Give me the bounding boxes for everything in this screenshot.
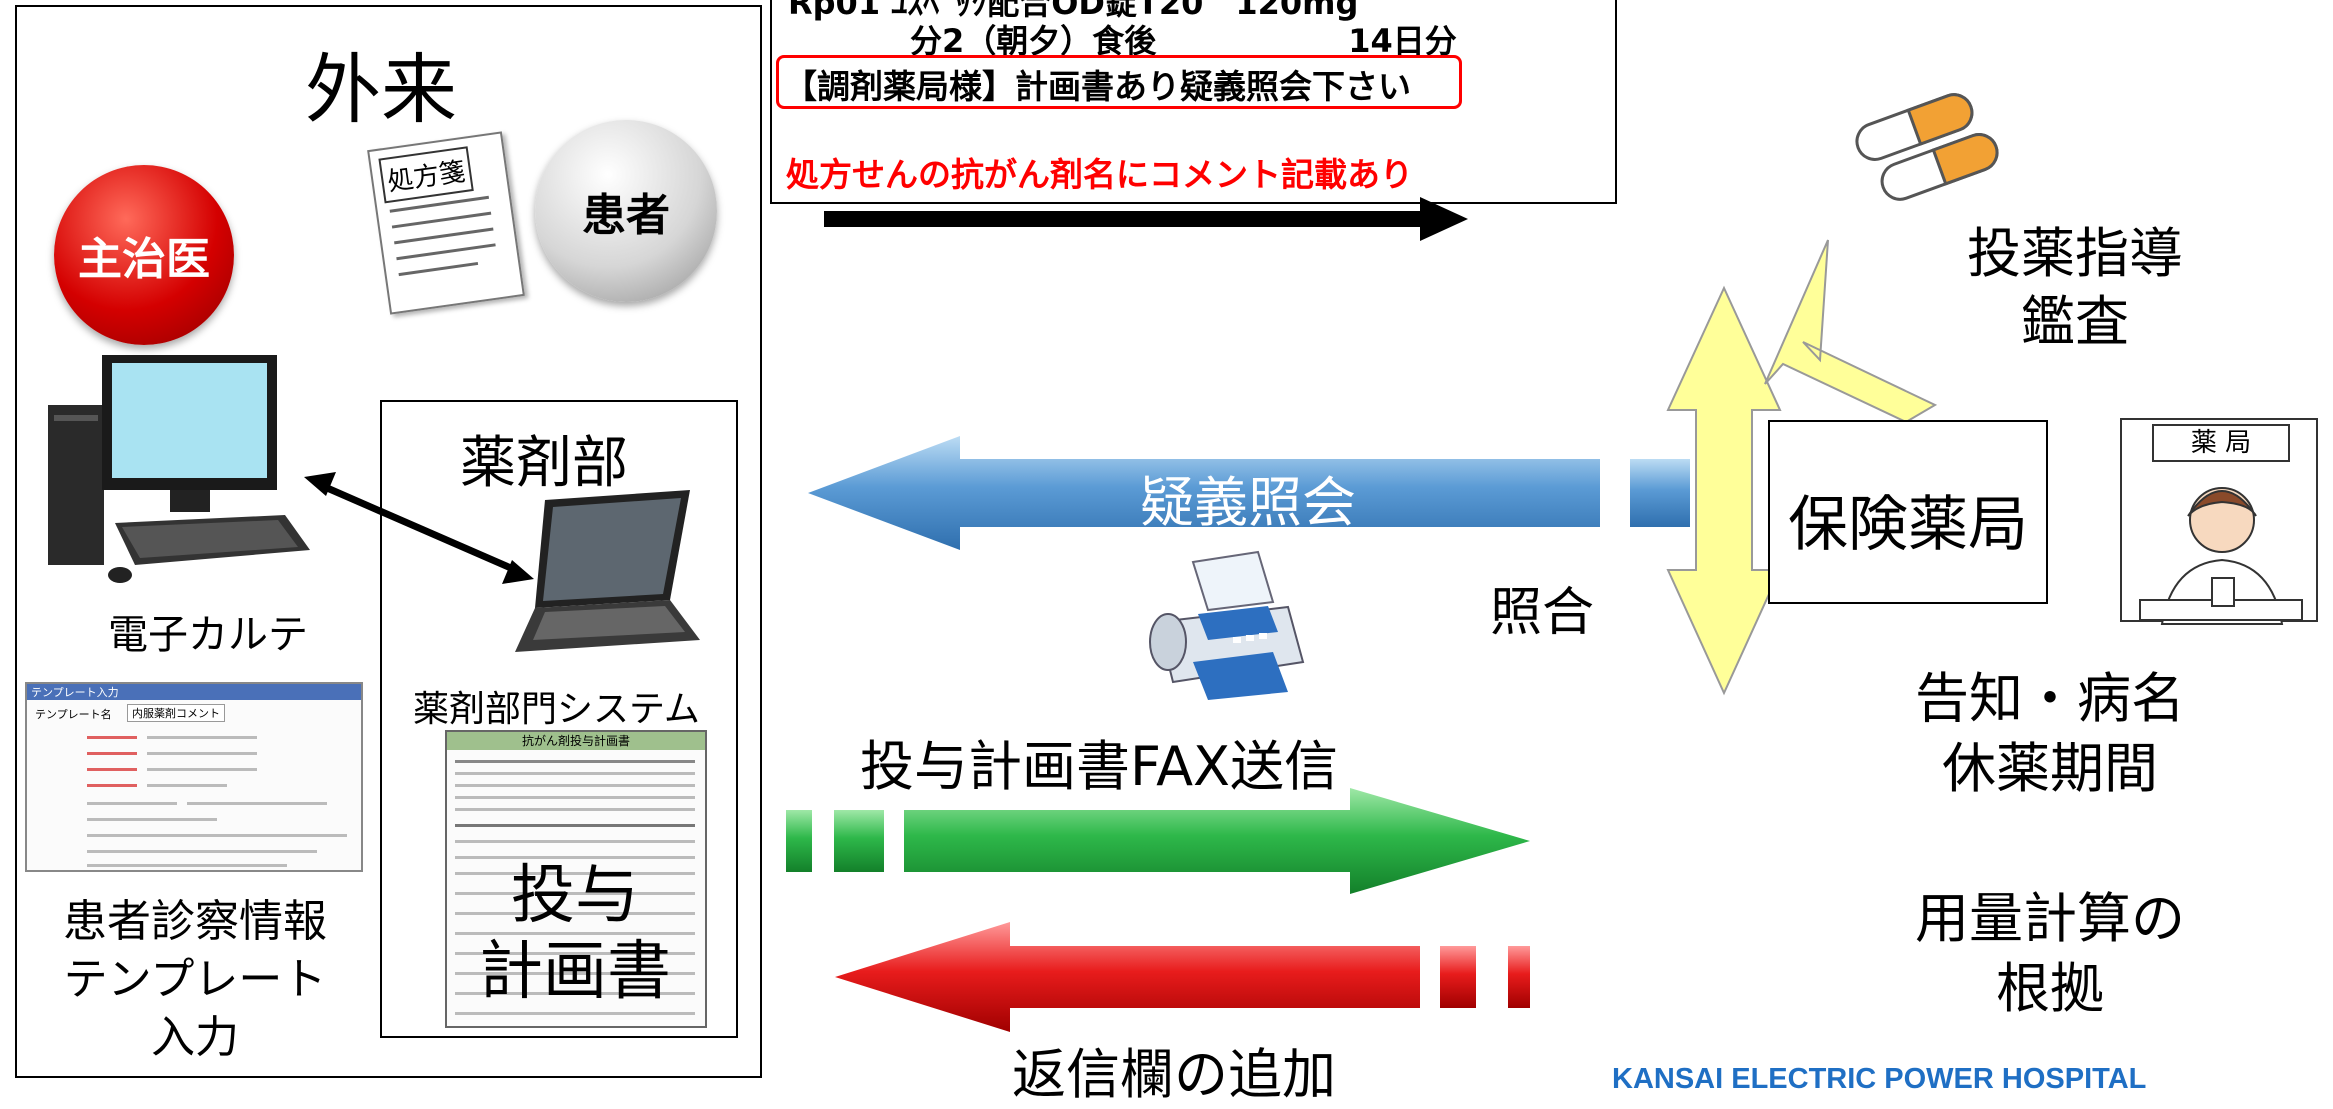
insurance-pharmacy-label: 保険薬局: [1788, 490, 2028, 560]
capsules-icon: [1855, 93, 1999, 201]
fax-machine-icon: [1149, 550, 1305, 700]
template-form-name-label: テンプレート名: [35, 708, 112, 721]
prescription-line1: Rp01 ﾕｽﾍﾞｯｸ配合OD錠T20 120mg: [788, 0, 1359, 22]
collation-label: 照合: [1490, 583, 1595, 643]
fax-label: 投与計画書FAX送信: [860, 735, 1339, 798]
doctor-label: 主治医: [78, 234, 210, 285]
plan-document-title: 抗がん剤投与計画書: [447, 732, 705, 750]
patient-badge: 患者: [535, 120, 717, 302]
prescription-highlight: [776, 55, 1462, 109]
guidance-label: 投薬指導 鑑査: [1967, 222, 2183, 353]
reply-label: 返信欄の追加: [1012, 1043, 1336, 1106]
template-form-thumbnail: テンプレート入力 テンプレート名 内服薬剤コメント: [25, 682, 363, 872]
template-caption: 患者診察情報 テンプレート 入力: [63, 896, 327, 1063]
pharmacy-sign: 薬 局: [2152, 424, 2290, 462]
hospital-footer: KANSAI ELECTRIC POWER HOSPITAL: [1612, 1063, 2147, 1095]
laptop-icon: [515, 490, 700, 652]
prescription-line2: 分2（朝夕）食後 14日分: [910, 22, 1457, 60]
doctor-badge: 主治医: [54, 165, 234, 345]
outpatient-title: 外来: [305, 45, 457, 134]
prescription-comment: 処方せんの抗がん剤名にコメント記載あり: [786, 155, 1413, 194]
prescription-highlight-text: 【調剤薬局様】計画書あり疑義照会下さい: [784, 67, 1411, 106]
plan-document-thumbnail: 抗がん剤投与計画書: [445, 730, 707, 1028]
patient-label: 患者: [582, 190, 670, 241]
pharmacy-system-label: 薬剤部門システム: [413, 689, 700, 730]
inquiry-label: 疑義照会: [1140, 471, 1356, 534]
template-form-name-value: 内服薬剤コメント: [127, 704, 225, 722]
pharmacy-dept-title: 薬剤部: [460, 431, 628, 496]
dose-label: 用量計算の 根拠: [1915, 887, 2185, 1020]
emr-label: 電子カルテ: [108, 612, 308, 658]
prescription-box: [770, 0, 1617, 204]
desktop-computer-icon: [48, 355, 310, 583]
pharmacist-icon: 薬 局: [2120, 418, 2318, 625]
plan-document-label: 投与 計画書: [479, 859, 671, 1009]
template-form-title: テンプレート入力: [27, 684, 361, 700]
insurance-pharmacy-box: [1768, 420, 2048, 604]
notice-label: 告知・病名 休薬期間: [1915, 667, 2185, 800]
